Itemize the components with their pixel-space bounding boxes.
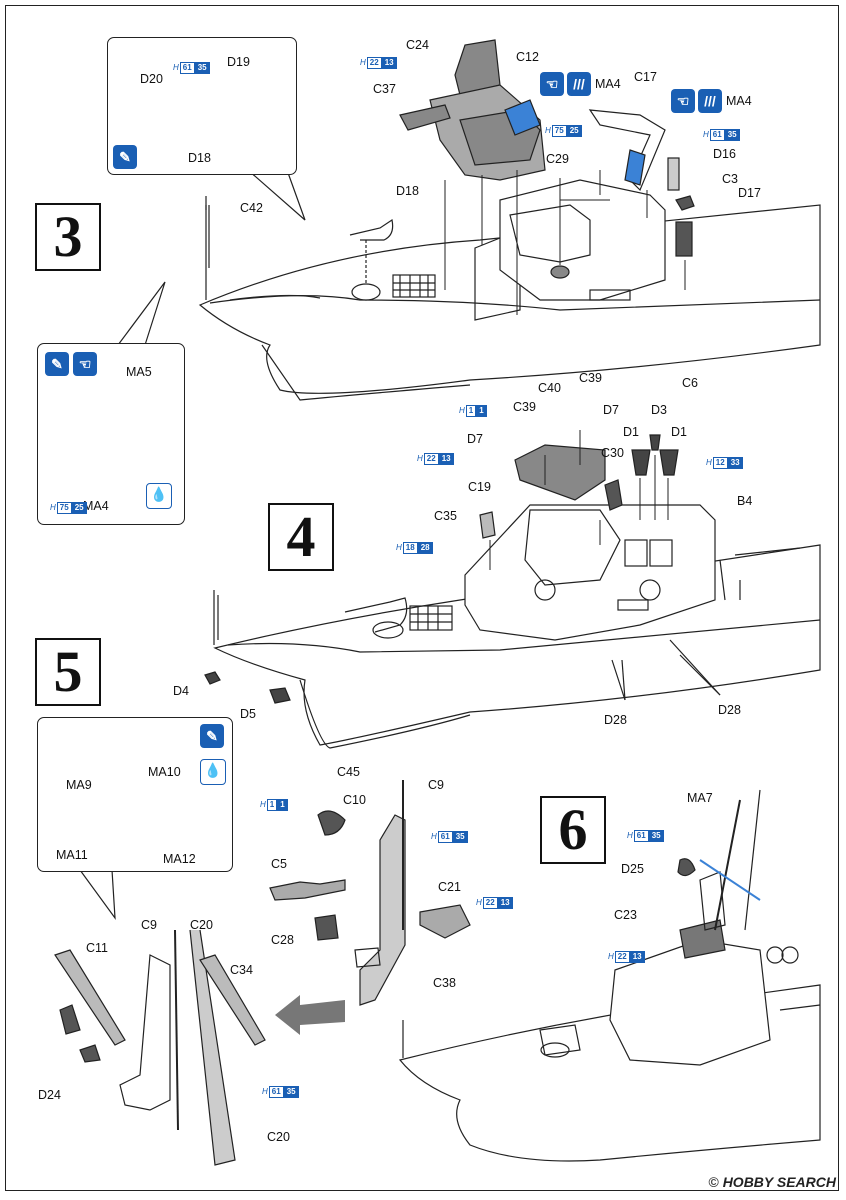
part-label: C3 — [722, 172, 738, 186]
part-label: C20 — [267, 1130, 290, 1144]
part-label: C34 — [230, 963, 253, 977]
part-label: C35 — [434, 509, 457, 523]
glue-drop-icon: 💧 — [200, 759, 226, 785]
step-number-3: 3 — [35, 203, 101, 271]
paint-brush-icon: ✎ — [113, 145, 137, 169]
part-label: MA4 — [726, 94, 752, 108]
part-label: D28 — [718, 703, 741, 717]
part-label: D7 — [603, 403, 619, 417]
part-label: D24 — [38, 1088, 61, 1102]
part-label: D18 — [396, 184, 419, 198]
part-label: C20 — [190, 918, 213, 932]
part-label: C29 — [546, 152, 569, 166]
part-label: C11 — [86, 941, 109, 955]
decal-stripes-icon: /// — [567, 72, 591, 96]
part-label: C37 — [373, 82, 396, 96]
part-label: C12 — [516, 50, 539, 64]
instruction-sheet — [5, 5, 839, 1191]
part-label: D19 — [227, 55, 250, 69]
part-label: D17 — [738, 186, 761, 200]
part-label: MA10 — [148, 765, 181, 779]
step-number-5: 5 — [35, 638, 101, 706]
part-label: C42 — [240, 201, 263, 215]
part-label: C24 — [406, 38, 429, 52]
part-label: C10 — [343, 793, 366, 807]
paint-brush-icon: ✎ — [45, 352, 69, 376]
part-label: C30 — [601, 446, 624, 460]
part-label: D3 — [651, 403, 667, 417]
part-label: C17 — [634, 70, 657, 84]
part-label: C38 — [433, 976, 456, 990]
part-label: MA12 — [163, 852, 196, 866]
part-label: C9 — [141, 918, 157, 932]
part-label: C45 — [337, 765, 360, 779]
part-label: D4 — [173, 684, 189, 698]
part-label: D16 — [713, 147, 736, 161]
glue-drop-icon: 💧 — [146, 483, 172, 509]
copyright-symbol: © — [708, 1174, 719, 1190]
part-label: C40 — [538, 381, 561, 395]
part-label: C6 — [682, 376, 698, 390]
part-label: D18 — [188, 151, 211, 165]
part-label: C39 — [513, 400, 536, 414]
decal-stripes-icon: /// — [698, 89, 722, 113]
part-label: C19 — [468, 480, 491, 494]
part-label: D25 — [621, 862, 644, 876]
part-label: B4 — [737, 494, 753, 508]
part-label: C39 — [579, 371, 602, 385]
part-label: C23 — [614, 908, 637, 922]
paint-brush-icon: ✎ — [200, 724, 224, 748]
step-number-4: 4 — [268, 503, 334, 571]
part-label: MA4 — [595, 77, 621, 91]
part-label: D5 — [240, 707, 256, 721]
part-label: C5 — [271, 857, 287, 871]
part-label: C28 — [271, 933, 294, 947]
part-label: C21 — [438, 880, 461, 894]
part-label: MA5 — [126, 365, 152, 379]
part-label: D1 — [671, 425, 687, 439]
part-label: D1 — [623, 425, 639, 439]
decal-icon: ☜ — [540, 72, 564, 96]
step-number-6: 6 — [540, 796, 606, 864]
watermark-logo: HOBBY SEARCH — [722, 1174, 836, 1190]
watermark: © HOBBY SEARCH — [708, 1174, 836, 1190]
callout-gun-assembly — [107, 37, 297, 175]
part-label: D7 — [467, 432, 483, 446]
part-label: MA4 — [83, 499, 109, 513]
part-label: D28 — [604, 713, 627, 727]
part-label: MA7 — [687, 791, 713, 805]
part-label: MA11 — [56, 848, 88, 862]
decal-icon: ☜ — [73, 352, 97, 376]
part-label: C9 — [428, 778, 444, 792]
part-label: D20 — [140, 72, 163, 86]
decal-icon: ☜ — [671, 89, 695, 113]
part-label: MA9 — [66, 778, 92, 792]
